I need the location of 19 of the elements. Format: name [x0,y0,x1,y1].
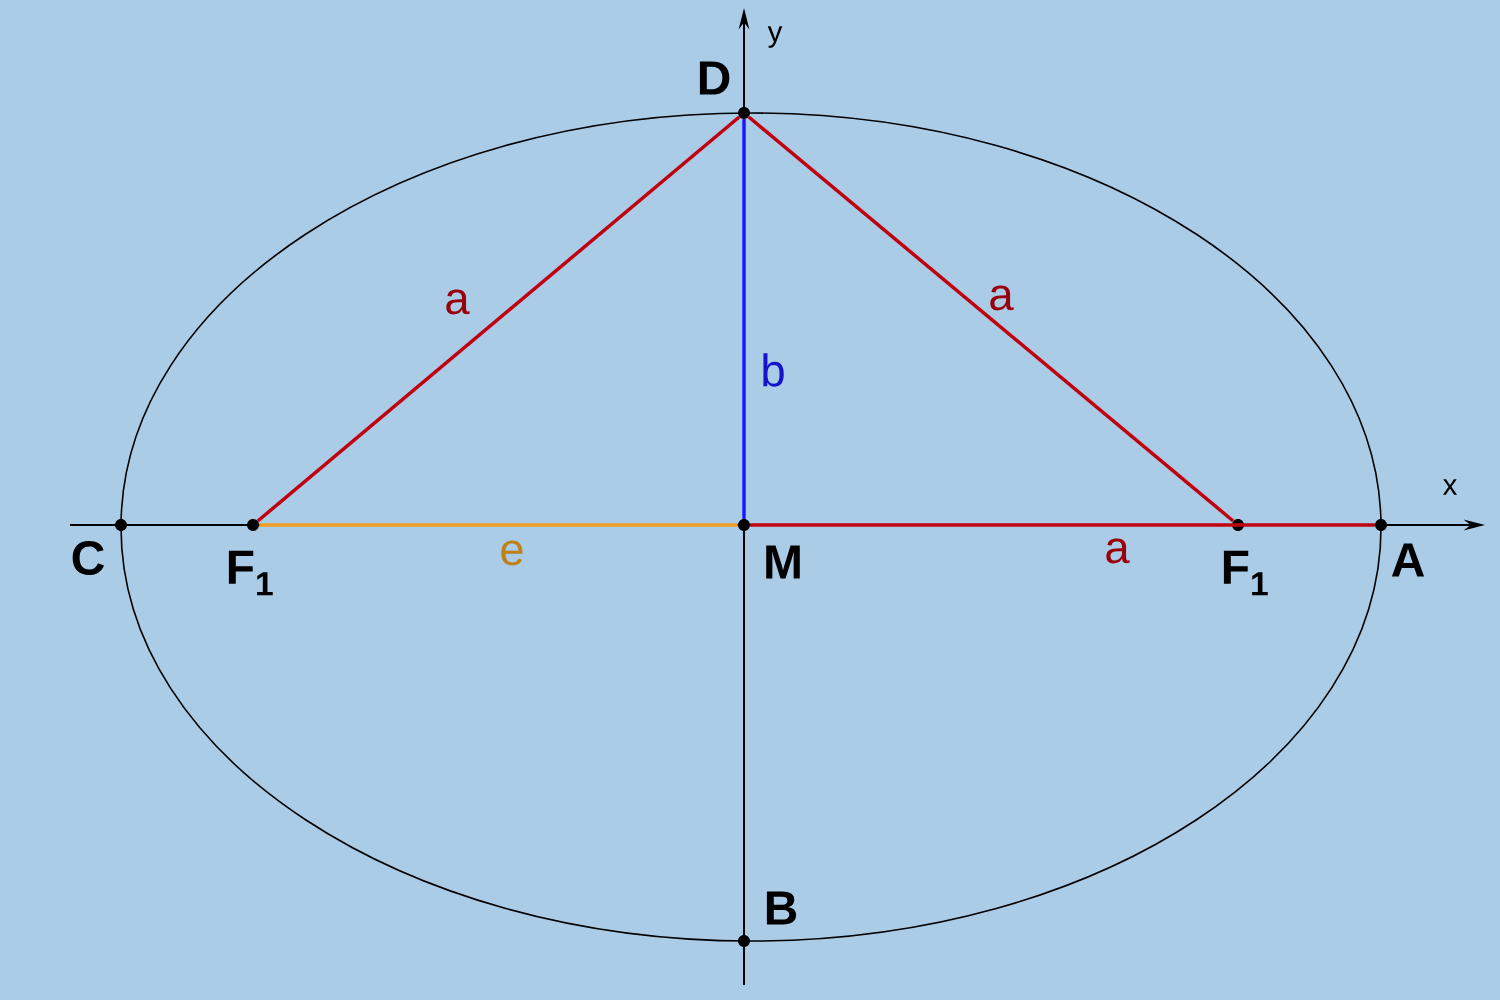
point-label: M [766,545,800,579]
point-label: B [766,891,797,925]
point-label: D [699,61,730,95]
line-segment [747,115,1235,523]
point-label: C [72,541,104,575]
line-segment [750,523,1375,527]
edge-label: a [1106,538,1130,564]
edge-label: e [501,540,523,566]
point-label: F$_{1}$ [228,550,273,596]
point-label: F$_{1}$ [1223,550,1268,596]
edge-label: a [446,289,470,315]
line-segment [742,119,746,519]
edge-label: a [990,285,1014,311]
point-label: A [1391,543,1425,577]
edge-label: b [763,353,784,387]
line-segment [259,523,738,527]
line-segment [256,115,741,523]
axis-label: y [767,26,783,48]
axis-label: x [1443,479,1458,495]
